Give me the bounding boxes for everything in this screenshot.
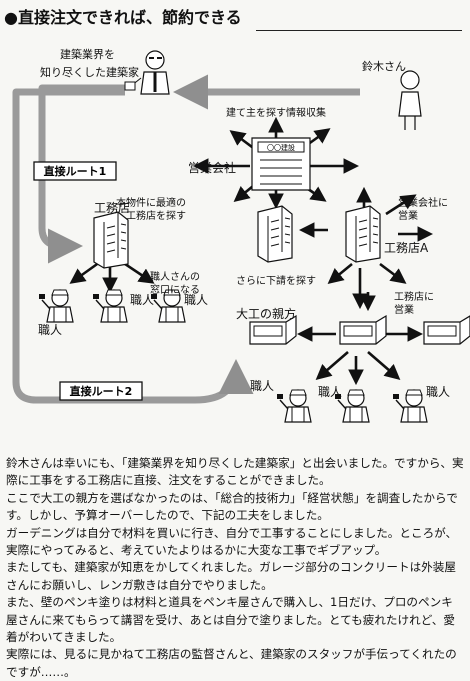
route-1-text: 直接ルート1	[44, 164, 107, 178]
koumuten-d-building	[423, 315, 470, 345]
best-koumuten-label-line2: 工務店を探す	[126, 209, 186, 222]
contact-window-label-line2: 窓口になる	[150, 283, 200, 296]
route-1-label: 直接ルート1	[33, 161, 117, 181]
sales-to-koumuten-label-line1: 工務店に	[394, 290, 434, 303]
worker-figure	[392, 389, 428, 423]
subcontract-label: さらに下請を探す	[236, 274, 316, 287]
worker-label: 職人	[130, 293, 154, 307]
direct-route-2-arrow	[12, 88, 254, 404]
page-title: ●直接注文できれば、節約できる	[4, 8, 242, 27]
suzuki-label: 鈴木さん	[362, 59, 406, 73]
carpenter-boss-label: 大工の親方	[236, 306, 296, 321]
koumuten-c-building	[339, 315, 387, 345]
koumuten-building	[93, 211, 129, 269]
body-text: 鈴木さんは幸いにも、「建築業界を知り尽くした建築家」と出会いました。ですから、実…	[6, 455, 464, 681]
route-2-text: 直接ルート2	[70, 384, 133, 398]
worker-label: 職人	[184, 293, 208, 307]
body-paragraph: またしても、建築家が知恵をかしてくれました。ガレージ部分のコンクリートは外装屋さ…	[6, 560, 456, 592]
koumuten-label: 工務店	[94, 201, 130, 215]
body-paragraph: 鈴木さんは幸いにも、「建築業界を知り尽くした建築家」と出会いました。ですから、実…	[6, 456, 464, 488]
suzuki-figure	[398, 70, 422, 130]
contact-window-label-line1: 職人さんの	[150, 271, 200, 283]
body-paragraph: また、壁のペンキ塗りは材料と道具をペンキ屋さんで購入し、1日だけ、プロのペンキ屋…	[6, 595, 455, 645]
worker-label: 職人	[38, 323, 62, 337]
worker-label: 職人	[250, 379, 274, 393]
worker-figure	[92, 289, 128, 323]
koumuten-b-building	[257, 205, 293, 263]
body-paragraph: 実際には、見るに見かねて工務店の監督さんと、建築家のスタッフが手伝ってくれたので…	[6, 647, 457, 679]
sales-to-company-label-line2: 営業	[398, 209, 418, 222]
route-2-label: 直接ルート2	[59, 381, 143, 401]
sales-to-company-label-line1: 営業会社に	[398, 196, 448, 209]
sales-company-building: 〇〇建設	[251, 137, 311, 191]
worker-figure	[38, 289, 74, 323]
best-koumuten-label-line1: 本物件に最適の	[116, 196, 186, 209]
koumuten-a-label: 工務店A	[384, 241, 429, 255]
worker-label: 職人	[318, 385, 342, 399]
worker-label: 職人	[426, 385, 450, 399]
worker-figure	[276, 389, 312, 423]
title-underline	[256, 30, 462, 31]
direct-route-1-arrow	[38, 84, 125, 264]
sales-company-label: 営業会社	[188, 160, 236, 175]
ordering-routes-diagram: 〇〇建設 直接ルート1 直接ルート2 建築業界を 知り尽くした建築家 鈴木さん …	[12, 47, 470, 423]
body-paragraph: ここで大工の親方を選ばなかったのは、「総合的技術力」「経営状態」を調査したからで…	[6, 490, 458, 523]
body-paragraph: ガーデニングは自分で材料を買いに行き、自分で工事することにしました。ところが、実…	[6, 525, 458, 558]
architect-label-line2: 知り尽くした建築家	[40, 65, 139, 79]
sales-to-koumuten-label-line2: 営業	[394, 303, 414, 316]
architect-label-line1: 建築業界を	[60, 47, 115, 61]
architect-figure	[124, 50, 170, 95]
sales-company-sign: 〇〇建設	[267, 143, 295, 152]
info-gathering-label: 建て主を探す情報収集	[226, 106, 326, 119]
koumuten-a-building	[345, 205, 381, 263]
